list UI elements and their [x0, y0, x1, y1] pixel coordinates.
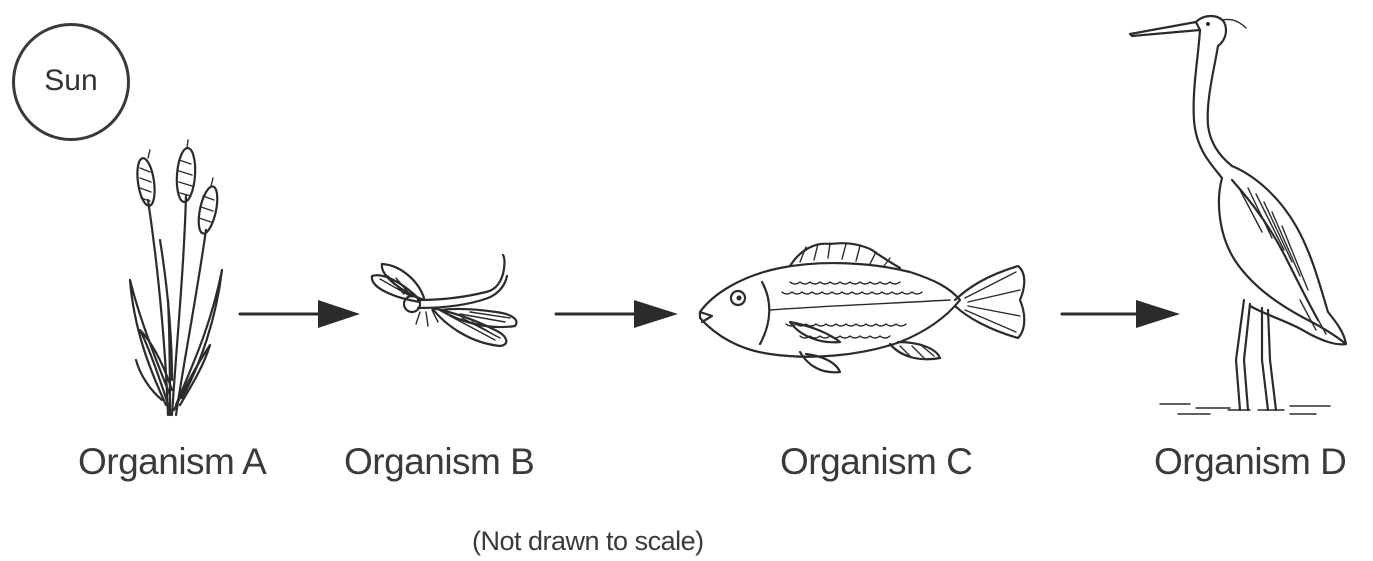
arrow-a-to-b [240, 300, 360, 328]
organism-a-label: Organism A [78, 441, 266, 483]
cattail-plant-icon [130, 140, 222, 415]
scale-note: (Not drawn to scale) [472, 526, 704, 557]
organism-d-label: Organism D [1154, 441, 1346, 483]
organism-b-label: Organism B [344, 441, 534, 483]
arrow-c-to-d [1062, 300, 1180, 328]
arrow-b-to-c [556, 300, 678, 328]
fish-icon [700, 243, 1024, 372]
dragonfly-icon [372, 255, 517, 346]
heron-icon [1130, 16, 1346, 414]
organism-c-label: Organism C [780, 441, 972, 483]
